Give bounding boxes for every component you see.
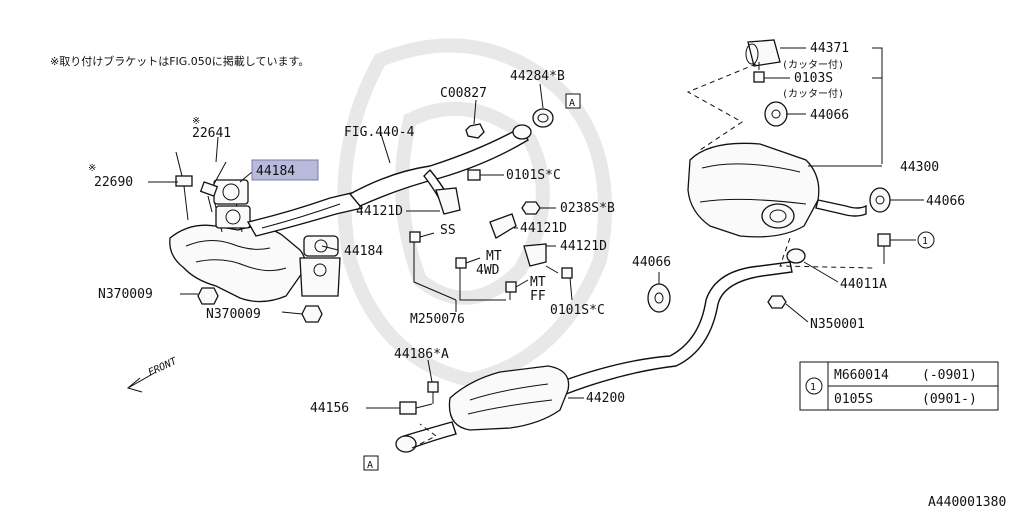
bolt-m250076-1[interactable] [409, 231, 435, 243]
reference-box-a-top: A [565, 93, 581, 109]
oxygen-sensor-22641[interactable] [199, 161, 227, 213]
nut-0238sb[interactable] [521, 201, 541, 215]
label-44066-top: 44066 [810, 108, 849, 123]
label-n370009-b: N370009 [206, 307, 261, 322]
label-mt-ff-line2: FF [530, 289, 546, 304]
label-fig-440-4: FIG.440-4 [344, 125, 415, 140]
gasket-lower[interactable] [303, 235, 339, 257]
label-44300: 44300 [900, 160, 939, 175]
manifold-branch-pipe [246, 191, 363, 237]
nut-n370009-a[interactable] [197, 287, 219, 305]
legend-row-1-part: M660014 [834, 368, 889, 383]
label-c00827: C00827 [440, 86, 487, 101]
label-mt-ff-line1: MT [530, 275, 546, 290]
label-44011a: 44011A [840, 277, 887, 292]
dashed-connection-lines [411, 63, 875, 449]
bolt-m250076-3[interactable] [505, 279, 529, 293]
label-mt-4wd-line2: 4WD [476, 263, 500, 278]
callout-circle-1-bolt-number: 1 [922, 236, 928, 247]
gasket-44011a[interactable] [786, 248, 806, 264]
label-n370009-a: N370009 [98, 287, 153, 302]
tail-pipe-cutter[interactable] [745, 39, 781, 67]
box-a-bottom-letter: A [367, 460, 373, 471]
label-0238sb: 0238S*B [560, 201, 615, 216]
rubber-mount-44066-top[interactable] [764, 101, 788, 127]
label-22690: 22690 [94, 175, 133, 190]
label-44066-mid: 44066 [632, 255, 671, 270]
watermark-emblem [337, 38, 612, 388]
label-22641: 22641 [192, 126, 231, 141]
label-mt-4wd-line1: MT [486, 249, 502, 264]
nut-n350001[interactable] [767, 295, 787, 309]
label-44284b: 44284*B [510, 69, 565, 84]
callout-circle-1-bolt: 1 [917, 231, 935, 249]
mounting-bracket-note: ※取り付けブラケットはFIG.050に掲載しています。 [50, 54, 309, 68]
box-a-top-letter: A [569, 98, 575, 109]
label-44371-cutter-note: (カッター付) [782, 58, 844, 71]
legend-row-1-range: (-0901) [922, 368, 977, 383]
label-0103s-cutter-note: (カッター付) [782, 87, 844, 100]
label-44121d-mt4wd: 44121D [520, 221, 567, 236]
reference-mark-22641: ※ [192, 116, 200, 127]
rubber-mount-44066-right[interactable] [869, 187, 891, 213]
leader-lines [148, 47, 924, 409]
manifold-lower-flange [299, 257, 341, 297]
bolt-m250076-2[interactable] [455, 257, 481, 269]
main-muffler-44300[interactable] [687, 142, 820, 238]
center-pipe [402, 261, 793, 449]
sensor-44156[interactable] [399, 401, 433, 415]
screw-0103s[interactable] [753, 62, 765, 83]
label-44186a: 44186*A [394, 347, 449, 362]
label-44184: 44184 [344, 244, 383, 259]
legend-circle-number: 1 [810, 382, 816, 393]
label-44156: 44156 [310, 401, 349, 416]
center-muffler-44200[interactable] [448, 365, 570, 431]
oxygen-sensor-22690[interactable] [175, 151, 193, 221]
exhaust-manifold-part[interactable] [169, 179, 306, 303]
label-0103s: 0103S [794, 71, 833, 86]
bracket-44121d-mtff[interactable] [523, 243, 547, 267]
label-m250076: M250076 [410, 312, 465, 327]
label-44121d-mtff: 44121D [560, 239, 607, 254]
front-label: FRONT [147, 356, 180, 379]
bolt-0101sc-upper[interactable] [467, 169, 494, 181]
label-44066-right: 44066 [926, 194, 965, 209]
drawing-number: A440001380 [928, 495, 1006, 510]
label-n350001: N350001 [810, 317, 865, 332]
label-0101sc-upper: 0101S*C [506, 168, 561, 183]
legend-row-2-part: 0105S [834, 392, 873, 407]
muffler-hanger-bracket [815, 199, 867, 217]
bolt-0101sc-lower[interactable] [545, 265, 573, 279]
label-0101sc-lower: 0101S*C [550, 303, 605, 318]
label-44184-highlighted: 44184 [256, 164, 295, 179]
bracket-44121d-mt4wd[interactable] [489, 213, 517, 239]
nut-n370009-b[interactable] [301, 305, 323, 323]
front-pipe-flange [512, 124, 532, 140]
pipe-flange-lower [395, 435, 417, 453]
highlighted-part-44184[interactable]: 44184 [251, 159, 319, 181]
label-44121d-ss: 44121D [356, 204, 403, 219]
bracket-44121d-ss[interactable] [435, 187, 461, 215]
label-44200: 44200 [586, 391, 625, 406]
legend-row-2-range: (0901-) [922, 392, 977, 407]
label-ss: SS [440, 223, 456, 238]
front-direction-arrow: FRONT [126, 356, 180, 393]
gasket-44284b[interactable] [532, 108, 554, 128]
bolt-legend-1[interactable] [877, 233, 891, 264]
label-44371: 44371 [810, 41, 849, 56]
reference-mark-22690: ※ [88, 163, 96, 174]
bolt-44186a[interactable] [427, 381, 439, 404]
variant-legend-table: 1 M660014 (-0901) 0105S (0901-) [799, 361, 999, 411]
rubber-mount-44066-mid[interactable] [647, 283, 671, 313]
reference-box-a-bottom: A [363, 455, 379, 471]
nut-c00827[interactable] [465, 123, 485, 139]
